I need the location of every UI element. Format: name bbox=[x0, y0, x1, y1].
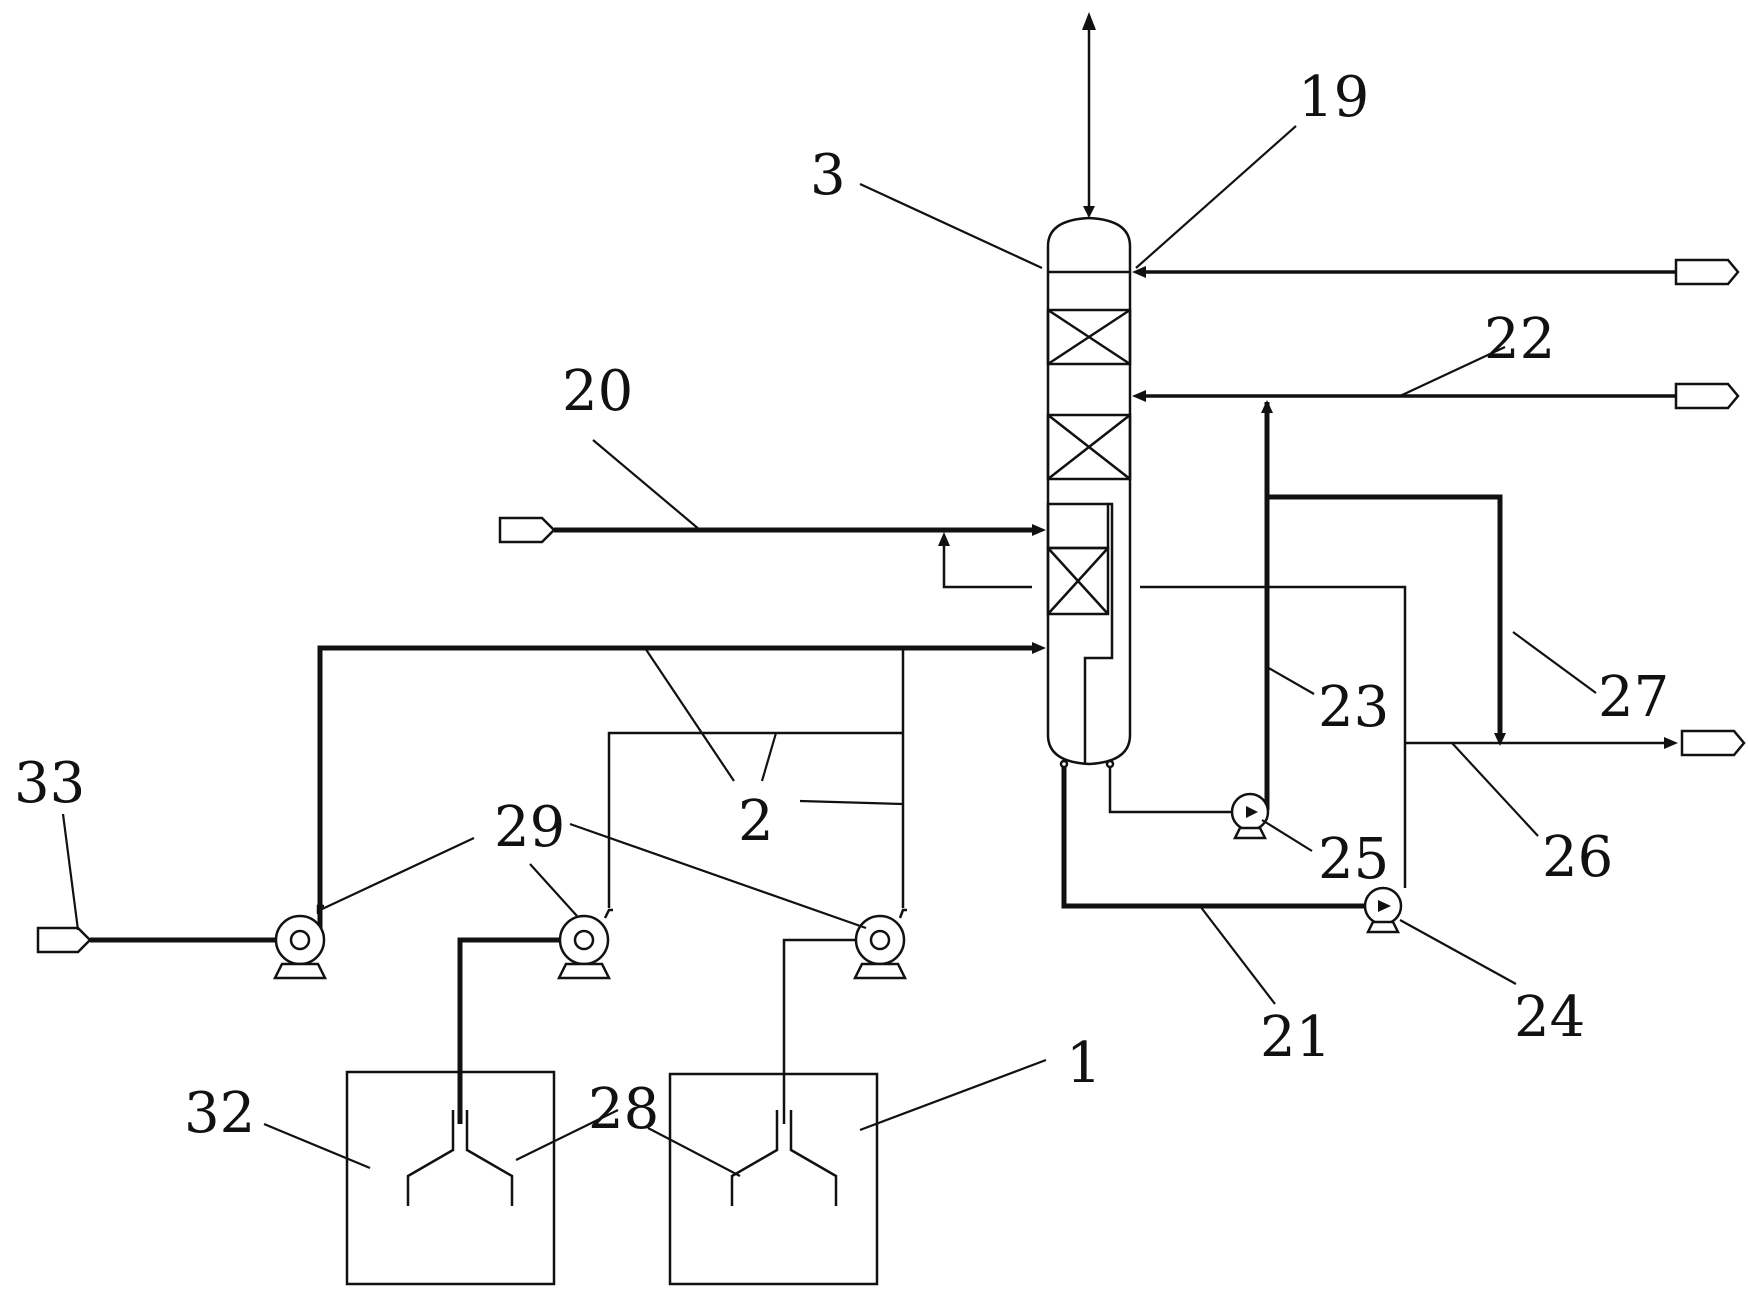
pump-29-right-outlet bbox=[898, 908, 907, 919]
label-33: 33 bbox=[14, 751, 85, 816]
label-24: 24 bbox=[1514, 985, 1585, 1050]
leader-2 bbox=[644, 647, 904, 806]
packing-bed-1 bbox=[1046, 308, 1132, 366]
side-return-arrow bbox=[938, 532, 950, 546]
pump-29-left bbox=[274, 914, 326, 966]
pump-25-base bbox=[1232, 826, 1268, 840]
pump-29-left-impeller bbox=[289, 929, 311, 951]
line-20-arrow bbox=[1032, 524, 1046, 536]
label-1: 1 bbox=[1066, 1031, 1102, 1096]
pump-29-middle-base bbox=[556, 962, 612, 980]
line-21 bbox=[1061, 767, 1364, 909]
label-20: 20 bbox=[562, 359, 633, 424]
pump-25-arrow bbox=[1246, 806, 1258, 818]
label-25: 25 bbox=[1318, 827, 1389, 892]
label-26: 26 bbox=[1542, 825, 1613, 890]
label-32: 32 bbox=[184, 1081, 255, 1146]
tank-32-suction bbox=[457, 937, 560, 1124]
line-26-arrow bbox=[1664, 737, 1678, 749]
tank-1 bbox=[668, 1072, 879, 1286]
line-2-main bbox=[317, 645, 1032, 942]
label-28: 28 bbox=[588, 1077, 659, 1142]
pump-29-right-impeller bbox=[869, 929, 891, 951]
label-27: 27 bbox=[1598, 665, 1669, 730]
leader-3 bbox=[859, 183, 1043, 269]
pump-29-middle-outlet bbox=[603, 908, 613, 919]
leader-23 bbox=[1266, 666, 1315, 695]
label-23: 23 bbox=[1318, 675, 1389, 740]
leader-26 bbox=[1451, 742, 1539, 837]
bottom-nozzle-right bbox=[1105, 759, 1115, 769]
line-23-arrow bbox=[1261, 400, 1273, 413]
column-3 bbox=[1046, 12, 1132, 769]
label-3: 3 bbox=[810, 143, 846, 208]
line-2-arrow bbox=[1032, 642, 1046, 654]
leader-28 bbox=[515, 1109, 741, 1177]
pump-24-arrow bbox=[1378, 900, 1391, 912]
packing-bed-3-cross bbox=[1047, 547, 1109, 615]
vent-arrow-down bbox=[1083, 206, 1095, 218]
leader-19 bbox=[1135, 125, 1297, 269]
line-27 bbox=[1267, 494, 1503, 738]
pump-29-middle bbox=[558, 914, 610, 966]
feed-19-source bbox=[1674, 258, 1740, 286]
bottom-nozzle-left bbox=[1059, 759, 1069, 769]
bottoms-loop bbox=[938, 532, 1746, 934]
vent-arrow-up bbox=[1082, 12, 1096, 30]
pump-29-right bbox=[854, 914, 906, 966]
label-19: 19 bbox=[1298, 65, 1369, 130]
side-return-line bbox=[942, 542, 1032, 589]
line-22-source bbox=[1674, 382, 1740, 410]
leader-1 bbox=[859, 1058, 1047, 1132]
leader-29 bbox=[319, 822, 867, 930]
column-shell bbox=[1046, 216, 1132, 766]
pump-29-middle-impeller bbox=[573, 929, 595, 951]
feed-20-source bbox=[498, 516, 556, 544]
left-feeds bbox=[317, 516, 1046, 942]
leader-lines bbox=[61, 125, 1597, 1177]
reflux-loop bbox=[1108, 400, 1506, 840]
pump-29-left-base bbox=[272, 962, 328, 980]
leader-22 bbox=[1399, 346, 1506, 397]
label-21: 21 bbox=[1260, 1005, 1331, 1070]
packing-bed-1-cross bbox=[1047, 308, 1131, 366]
tank-32-agitator bbox=[406, 1110, 514, 1206]
leader-25 bbox=[1261, 819, 1313, 852]
tank-1-agitator bbox=[730, 1110, 838, 1206]
leader-24 bbox=[1399, 919, 1517, 985]
feed-33-source bbox=[36, 926, 92, 954]
packing-bed-2-cross bbox=[1047, 414, 1131, 480]
bottom-to-pump-25 bbox=[1108, 767, 1232, 814]
leader-33 bbox=[61, 813, 80, 931]
leader-27 bbox=[1512, 631, 1597, 694]
packing-bed-2 bbox=[1046, 413, 1132, 481]
pump-29-right-base bbox=[852, 962, 908, 980]
pump-24-base bbox=[1365, 920, 1401, 934]
tank-1-suction bbox=[782, 938, 856, 1124]
label-29: 29 bbox=[494, 795, 565, 860]
tanks bbox=[345, 937, 879, 1286]
right-feeds bbox=[1132, 258, 1740, 410]
internal-downcomer bbox=[1083, 502, 1114, 764]
feed-19-arrow bbox=[1132, 266, 1146, 278]
leader-21 bbox=[1199, 905, 1276, 1005]
pump-29-left-outlet bbox=[316, 904, 324, 914]
line-2-branch-mid bbox=[607, 731, 903, 908]
tank-32 bbox=[345, 1070, 556, 1286]
line-22-arrow bbox=[1132, 390, 1146, 402]
pump-24-discharge bbox=[1140, 585, 1407, 888]
leader-32 bbox=[263, 1122, 371, 1170]
packing-bed-3 bbox=[1046, 546, 1110, 616]
reference-labels: 3 19 22 20 23 27 25 26 21 24 2 29 28 1 3… bbox=[14, 65, 1669, 1146]
product-outlet bbox=[1680, 729, 1746, 757]
leader-20 bbox=[592, 439, 701, 531]
label-22: 22 bbox=[1484, 307, 1555, 372]
line-27-arrow bbox=[1494, 733, 1506, 746]
label-2: 2 bbox=[738, 789, 774, 854]
pumps-29 bbox=[36, 904, 908, 980]
